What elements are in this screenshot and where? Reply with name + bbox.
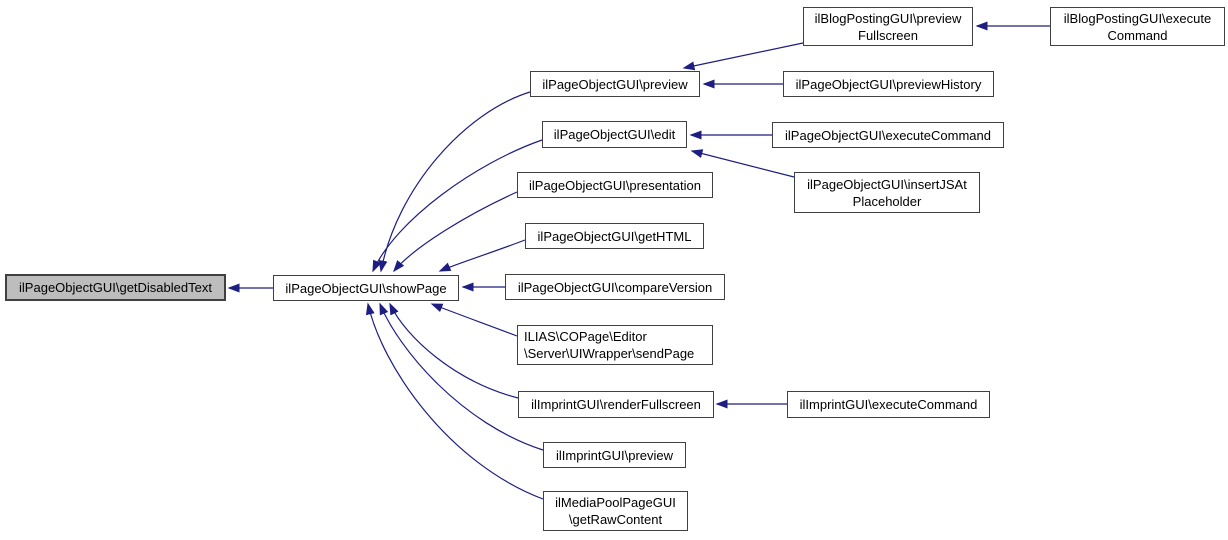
node-label: ilPageObjectGUI\presentation [529, 177, 701, 193]
node-ilpageobjectgui-gethtml[interactable]: ilPageObjectGUI\getHTML [525, 223, 704, 249]
node-ilpageobjectgui-insertjsatplaceholder[interactable]: ilPageObjectGUI\insertJSAt Placeholder [794, 172, 980, 213]
node-ilias-copage-editor-server-uiwrapper-sendpage[interactable]: ILIAS\COPage\Editor \Server\UIWrapper\se… [517, 325, 713, 365]
node-label: \getRawContent [568, 512, 663, 527]
node-label: ilPageObjectGUI\preview [542, 76, 688, 92]
node-ilimprintgui-preview[interactable]: ilImprintGUI\preview [543, 442, 686, 468]
node-label: ILIAS\COPage\Editor [524, 329, 647, 344]
node-ilimprintgui-executecommand[interactable]: ilImprintGUI\executeCommand [787, 391, 990, 418]
node-ilpageobjectgui-showpage[interactable]: ilPageObjectGUI\showPage [273, 275, 459, 301]
edge-edit-to-showpage [372, 139, 543, 273]
node-label: ilImprintGUI\renderFullscreen [531, 397, 701, 412]
node-ilpageobjectgui-getdisabledtext: ilPageObjectGUI\getDisabledText [5, 274, 226, 301]
node-label: ilImprintGUI\executeCommand [799, 397, 978, 412]
node-label: Command [1107, 27, 1168, 43]
edge-sendpage-to-showpage [430, 303, 518, 337]
node-label: Fullscreen [858, 27, 918, 43]
node-label: ilPageObjectGUI\insertJSAt [807, 176, 967, 192]
node-ilpageobjectgui-compareversion[interactable]: ilPageObjectGUI\compareVersion [505, 274, 725, 300]
edge-preview-to-showpage [378, 91, 531, 273]
node-ilpageobjectgui-edit[interactable]: ilPageObjectGUI\edit [542, 121, 687, 148]
node-label: ilBlogPostingGUI\execute [1063, 10, 1212, 26]
node-label: Placeholder [852, 193, 922, 209]
node-label: ilPageObjectGUI\showPage [285, 280, 447, 296]
edge-gethtml-to-showpage [438, 239, 526, 272]
edge-insertjsatplaceholder-to-edit [690, 149, 795, 178]
node-ilimprintgui-renderfullscreen[interactable]: ilImprintGUI\renderFullscreen [518, 391, 714, 418]
node-ilblogpostinggui-previewfullscreen[interactable]: ilBlogPostingGUI\preview Fullscreen [803, 7, 973, 46]
node-label: ilMediaPoolPageGUI [555, 495, 676, 510]
edge-renderfullscreen-to-showpage [389, 302, 519, 399]
node-label: ilPageObjectGUI\previewHistory [795, 76, 982, 92]
node-ilpageobjectgui-previewhistory[interactable]: ilPageObjectGUI\previewHistory [783, 71, 994, 97]
node-ilmediapoolpagegui-getrawcontent[interactable]: ilMediaPoolPageGUI \getRawContent [543, 491, 688, 531]
edge-getrawcontent-to-showpage [365, 302, 544, 500]
node-label: ilPageObjectGUI\getDisabledText [19, 280, 212, 295]
node-ilpageobjectgui-presentation[interactable]: ilPageObjectGUI\presentation [517, 172, 713, 198]
node-label: ilPageObjectGUI\executeCommand [785, 127, 991, 143]
node-ilblogpostinggui-executecommand[interactable]: ilBlogPostingGUI\execute Command [1050, 7, 1225, 46]
node-ilpageobjectgui-executecommand[interactable]: ilPageObjectGUI\executeCommand [772, 122, 1004, 148]
node-label: ilPageObjectGUI\compareVersion [517, 279, 713, 295]
node-label: ilBlogPostingGUI\preview [814, 10, 962, 26]
edge-previewfullscreen-to-preview [682, 42, 804, 71]
node-label: ilPageObjectGUI\edit [553, 127, 676, 142]
edge-imprintpreview-to-showpage [379, 302, 544, 451]
node-label: ilPageObjectGUI\getHTML [537, 228, 692, 244]
edge-presentation-to-showpage [393, 191, 518, 273]
node-ilpageobjectgui-preview[interactable]: ilPageObjectGUI\preview [530, 71, 700, 97]
node-label: ilImprintGUI\preview [555, 447, 674, 463]
node-label: \Server\UIWrapper\sendPage [524, 346, 695, 361]
